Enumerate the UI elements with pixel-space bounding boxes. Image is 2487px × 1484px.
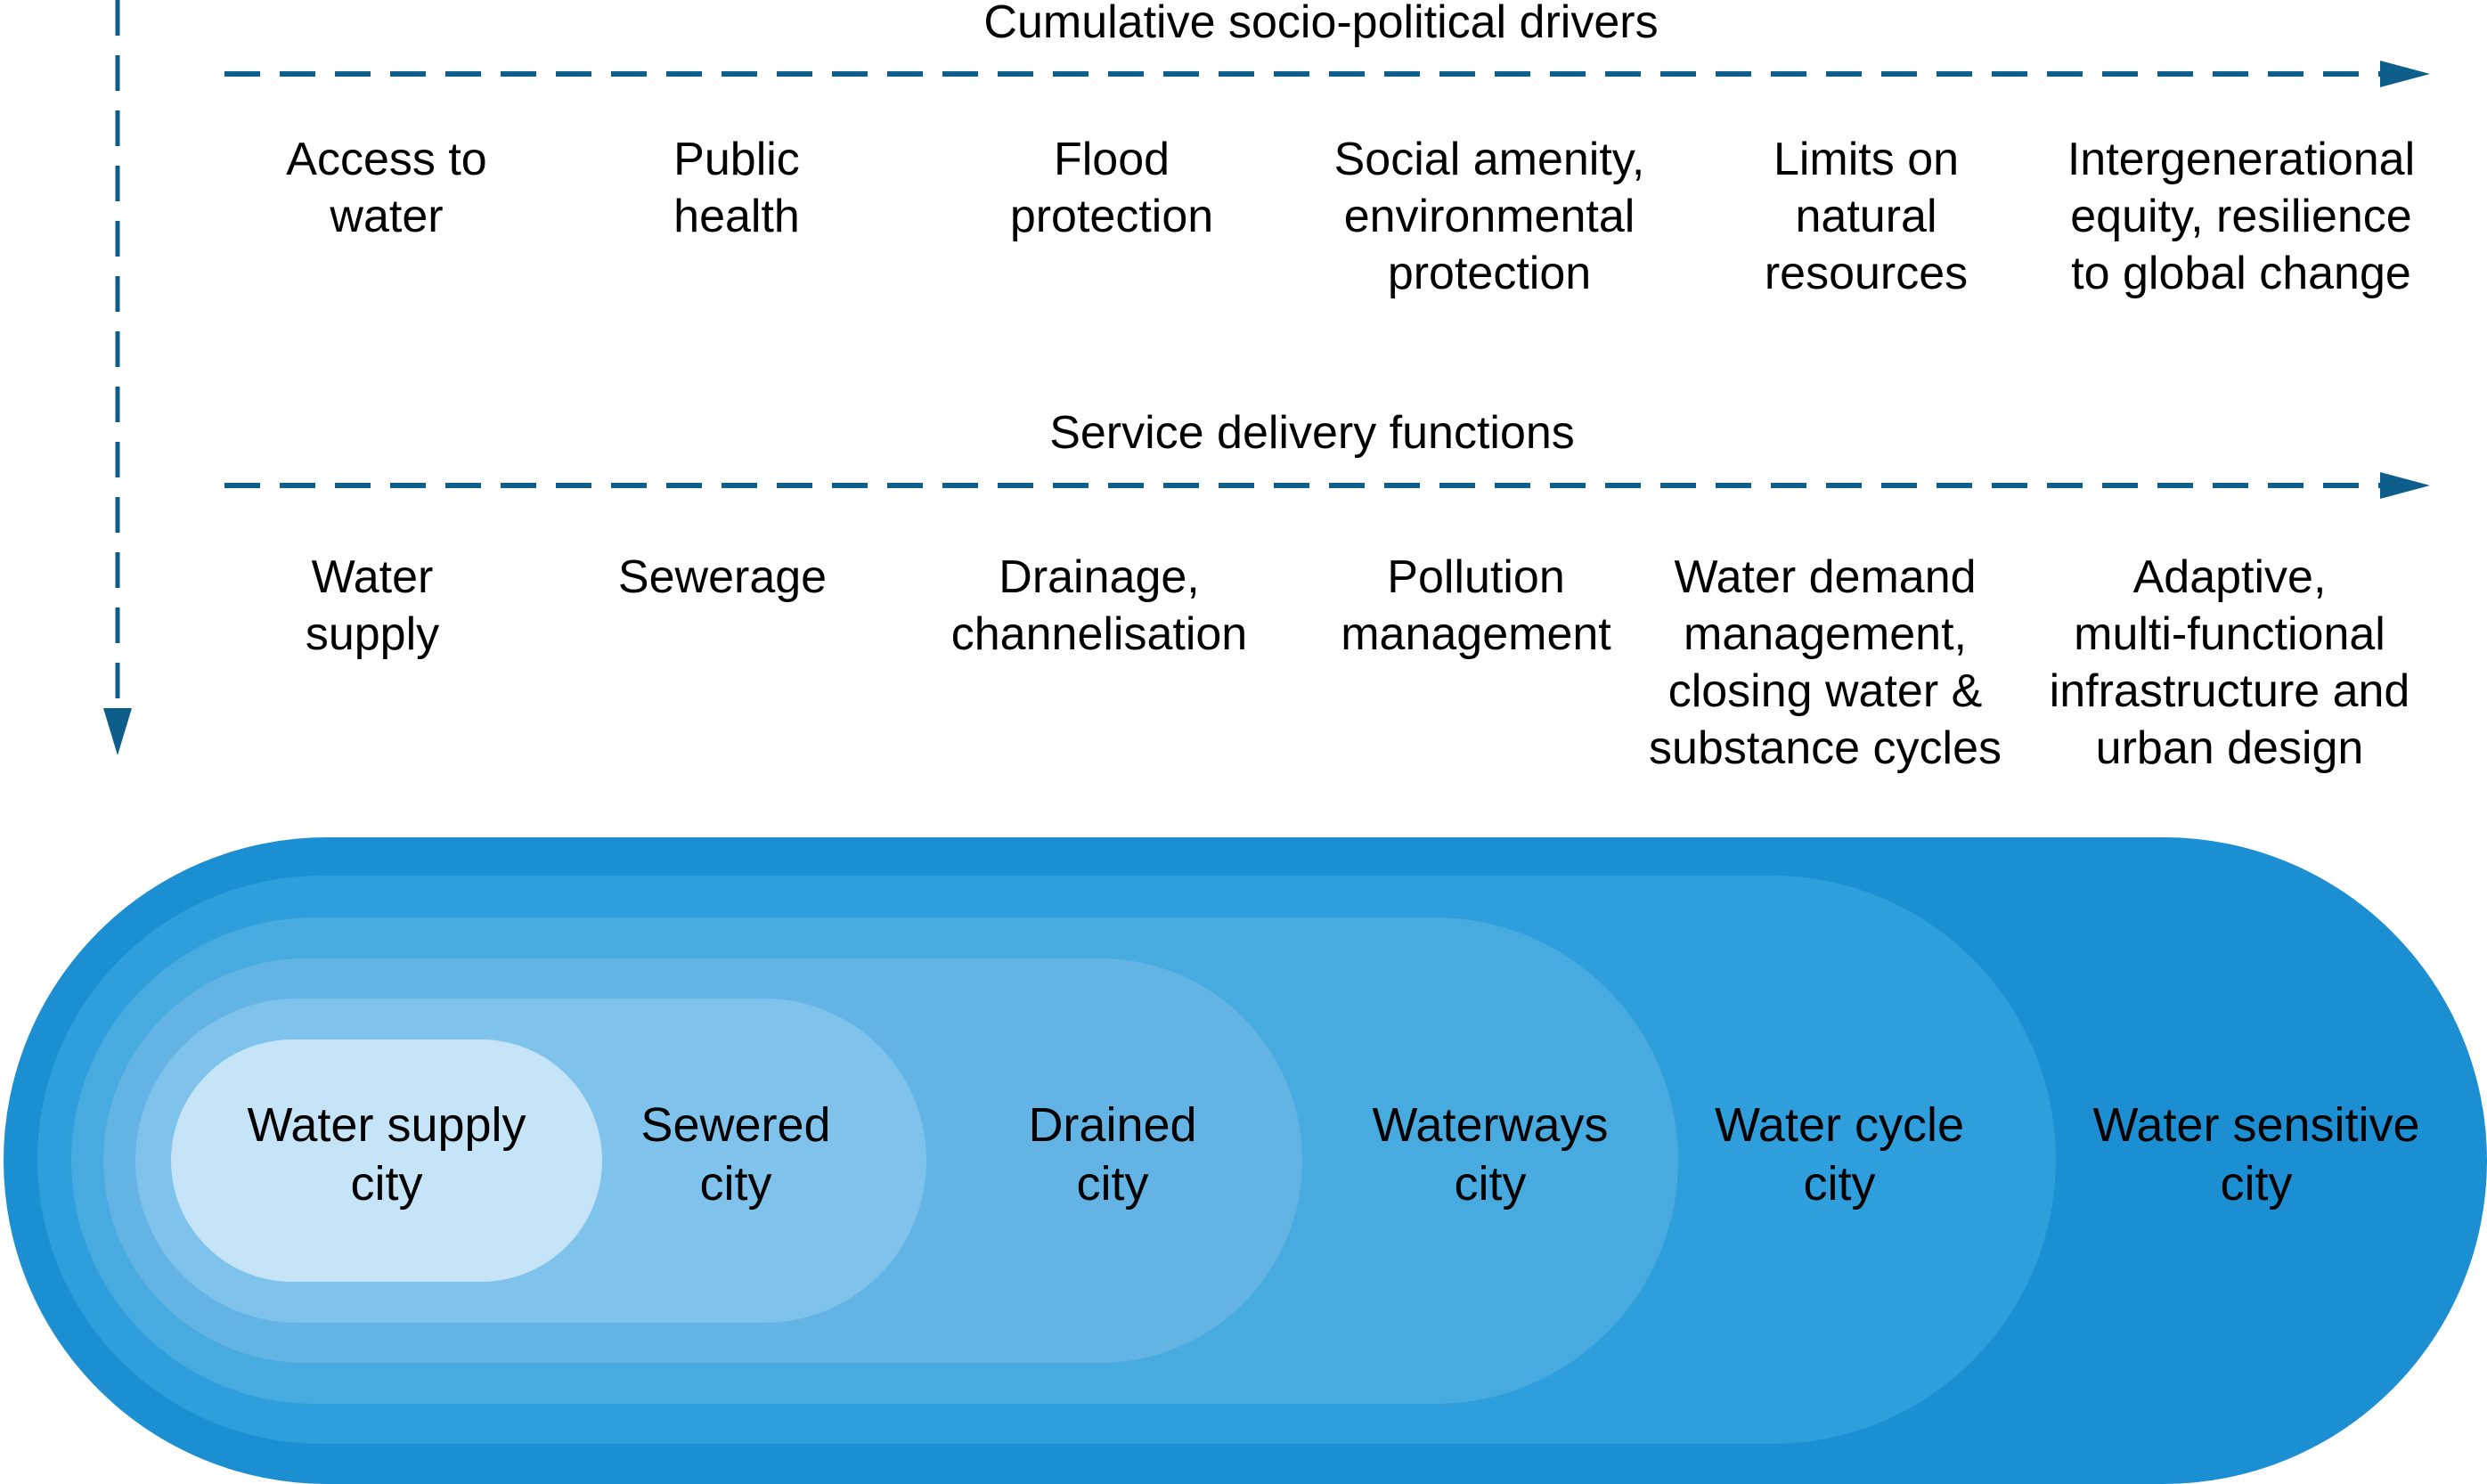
driver-label-6-line: to global change xyxy=(2071,248,2411,299)
function-label-3-line: channelisation xyxy=(951,608,1247,660)
function-label-6-line: urban design xyxy=(2096,722,2364,774)
driver-label-3-line: Flood xyxy=(1054,134,1170,185)
driver-label-6-line: equity, resilience xyxy=(2070,191,2411,242)
driver-label-4-line: protection xyxy=(1388,248,1591,299)
function-label-5-line: substance cycles xyxy=(1649,722,2002,774)
function-label-6-line: Adaptive, xyxy=(2133,551,2327,603)
driver-label-5-line: resources xyxy=(1765,248,1968,299)
city-label-3-line: Drained xyxy=(1028,1098,1196,1152)
city-label-2-line: Sewered xyxy=(640,1098,830,1152)
function-label-5-line: closing water & xyxy=(1668,665,1983,717)
driver-label-2: Public health xyxy=(673,134,800,242)
city-label-5-line: city xyxy=(1804,1157,1876,1211)
function-label-5-line: management, xyxy=(1684,608,1967,660)
function-label-6-line: multi-functional xyxy=(2074,608,2385,660)
driver-label-1-line: water xyxy=(329,191,443,242)
city-label-1-line: city xyxy=(351,1157,423,1211)
driver-label-5-line: natural xyxy=(1796,191,1937,242)
driver-label-2-line: Public xyxy=(673,134,800,185)
city-label-4-line: Waterways xyxy=(1372,1098,1608,1152)
driver-label-1: Access to water xyxy=(286,134,486,242)
city-label-1-line: Water supply xyxy=(247,1098,526,1152)
driver-label-6: Intergenerational equity, resilience to gl… xyxy=(2067,134,2415,299)
function-label-2: Sewerage xyxy=(618,551,827,603)
function-label-5-line: Water demand xyxy=(1674,551,1976,603)
function-label-4-line: Pollution xyxy=(1387,551,1564,603)
driver-label-4-line: Social amenity, xyxy=(1334,134,1645,185)
functions-arrow xyxy=(224,472,2430,499)
driver-label-4-line: environmental xyxy=(1344,191,1635,242)
city-label-2-line: city xyxy=(700,1157,772,1211)
driver-label-3: Flood protection xyxy=(1010,134,1213,242)
function-label-6-line: infrastructure and xyxy=(2050,665,2410,717)
driver-label-6-line: Intergenerational xyxy=(2067,134,2415,185)
driver-label-1-line: Access to xyxy=(286,134,486,185)
city-label-6-line: city xyxy=(2221,1157,2293,1211)
drivers-labels: Access to water Public health Flood protectio… xyxy=(286,134,2415,299)
drivers-heading: Cumulative socio-political drivers xyxy=(983,0,1658,48)
city-label-6-line: Water sensitive xyxy=(2092,1098,2419,1152)
driver-label-2-line: health xyxy=(673,191,800,242)
function-label-2-line: Sewerage xyxy=(618,551,827,603)
functions-heading: Service delivery functions xyxy=(1049,407,1575,459)
driver-label-5-line: Limits on xyxy=(1774,134,1959,185)
city-label-4-line: city xyxy=(1455,1157,1527,1211)
function-label-3-line: Drainage, xyxy=(999,551,1199,603)
function-label-1-line: supply xyxy=(306,608,439,660)
city-label-5-line: Water cycle xyxy=(1715,1098,1964,1152)
driver-label-3-line: protection xyxy=(1010,191,1213,242)
level-water-supply-city xyxy=(171,1040,602,1282)
city-levels xyxy=(4,837,2487,1484)
drivers-arrow xyxy=(224,61,2430,87)
vertical-transition-arrow xyxy=(103,0,132,755)
function-label-4-line: management xyxy=(1341,608,1611,660)
function-label-1-line: Water xyxy=(312,551,434,603)
city-label-3-line: city xyxy=(1077,1157,1149,1211)
driver-label-5: Limits on natural resources xyxy=(1765,134,1968,299)
driver-label-4: Social amenity, environmental protection xyxy=(1334,134,1645,299)
function-label-3: Drainage,channelisation xyxy=(951,551,1247,660)
